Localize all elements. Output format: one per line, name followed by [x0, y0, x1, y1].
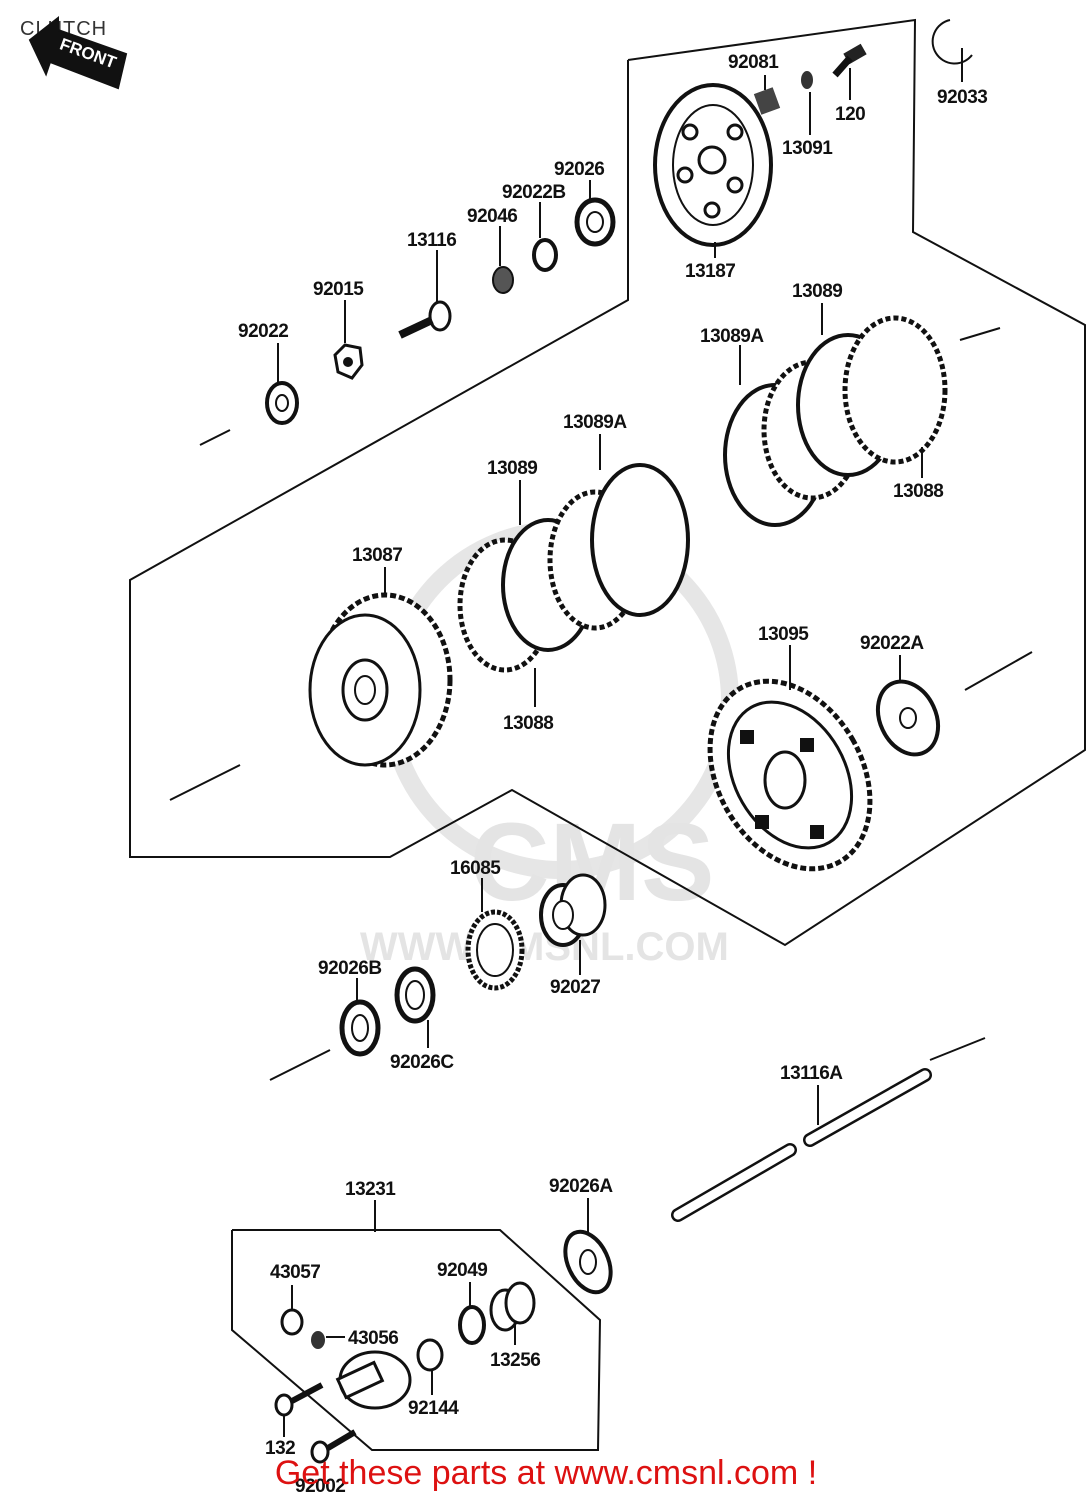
pressure-plate-13187 — [653, 83, 773, 258]
washer-92026b — [339, 978, 381, 1057]
label-92022[interactable]: 92022 — [238, 321, 289, 342]
clutch-hub-13087 — [308, 567, 453, 768]
footer-link[interactable]: Get these parts at www.cmsnl.com ! — [274, 1454, 818, 1492]
circlip-92033 — [931, 19, 973, 82]
label-92026c[interactable]: 92026C — [390, 1052, 455, 1073]
piston-13256 — [489, 1281, 536, 1345]
label-43056[interactable]: 43056 — [348, 1328, 399, 1349]
bleeder-43057 — [280, 1285, 304, 1336]
seal-92049 — [458, 1282, 486, 1345]
pushrod-13116a — [671, 1068, 932, 1222]
bearing-92026 — [574, 180, 616, 247]
label-92049[interactable]: 92049 — [437, 1260, 488, 1281]
label-92026a[interactable]: 92026A — [549, 1176, 614, 1197]
washer-92022b — [532, 202, 558, 272]
bearing-92046 — [492, 226, 514, 294]
label-13116[interactable]: 13116 — [407, 230, 457, 251]
label-13256[interactable]: 13256 — [490, 1350, 541, 1371]
label-13088-mid[interactable]: 13088 — [503, 713, 554, 734]
label-13116a[interactable]: 13116A — [780, 1063, 844, 1084]
bolt-132 — [274, 1382, 324, 1437]
label-92026b[interactable]: 92026B — [318, 958, 382, 979]
label-13088-right[interactable]: 13088 — [893, 481, 944, 502]
label-92026[interactable]: 92026 — [554, 159, 605, 180]
assembly-boundary — [129, 18, 1086, 947]
label-13187[interactable]: 13187 — [685, 261, 736, 282]
label-132[interactable]: 132 — [265, 1438, 296, 1459]
gear-16085 — [465, 878, 525, 991]
washer-92022a — [875, 655, 941, 757]
label-92027[interactable]: 92027 — [550, 977, 601, 998]
plate-stack-mid — [457, 434, 690, 707]
label-13089a-top[interactable]: 13089A — [700, 326, 765, 347]
label-92144[interactable]: 92144 — [408, 1398, 460, 1419]
bolt-92002 — [310, 1429, 357, 1464]
label-13091[interactable]: 13091 — [782, 138, 834, 159]
label-92022b[interactable]: 92022B — [502, 182, 566, 203]
label-13095[interactable]: 13095 — [758, 624, 810, 645]
clutch-housing-13095 — [707, 645, 873, 872]
plate-stack-top — [723, 303, 948, 527]
label-13089-top[interactable]: 13089 — [792, 281, 843, 302]
spring-92144 — [416, 1338, 444, 1395]
label-92022a[interactable]: 92022A — [860, 633, 925, 654]
label-92002[interactable]: 92002 — [295, 1476, 346, 1497]
axis-markers — [169, 327, 1033, 1081]
pushrod-bolt-13116 — [398, 250, 452, 339]
front-arrow: FRONT — [28, 15, 128, 90]
label-92015[interactable]: 92015 — [313, 279, 365, 300]
bolt-120 — [832, 43, 867, 100]
label-43057[interactable]: 43057 — [270, 1262, 321, 1283]
spring-92081 — [753, 75, 781, 115]
release-assy-13231 — [335, 1200, 412, 1410]
gasket-92026a — [563, 1198, 613, 1295]
label-92081[interactable]: 92081 — [728, 52, 780, 73]
label-13089-mid[interactable]: 13089 — [487, 458, 538, 479]
label-92046[interactable]: 92046 — [467, 206, 518, 227]
label-13087[interactable]: 13087 — [352, 545, 403, 566]
release-assembly-boundary — [231, 1229, 602, 1451]
label-120[interactable]: 120 — [835, 104, 866, 125]
washer-13091 — [801, 71, 813, 135]
washer-92022 — [265, 343, 299, 425]
washer-92026c — [394, 966, 436, 1048]
label-16085[interactable]: 16085 — [450, 858, 502, 879]
needle-bearing-92027 — [539, 873, 607, 975]
cap-43056 — [311, 1331, 345, 1349]
label-13089a-mid[interactable]: 13089A — [563, 412, 628, 433]
part-labels: 92081 120 92033 13091 13187 92026 92022B… — [238, 52, 988, 1497]
label-92033[interactable]: 92033 — [937, 87, 988, 108]
nut-92015 — [333, 300, 364, 380]
label-13231[interactable]: 13231 — [345, 1179, 397, 1200]
